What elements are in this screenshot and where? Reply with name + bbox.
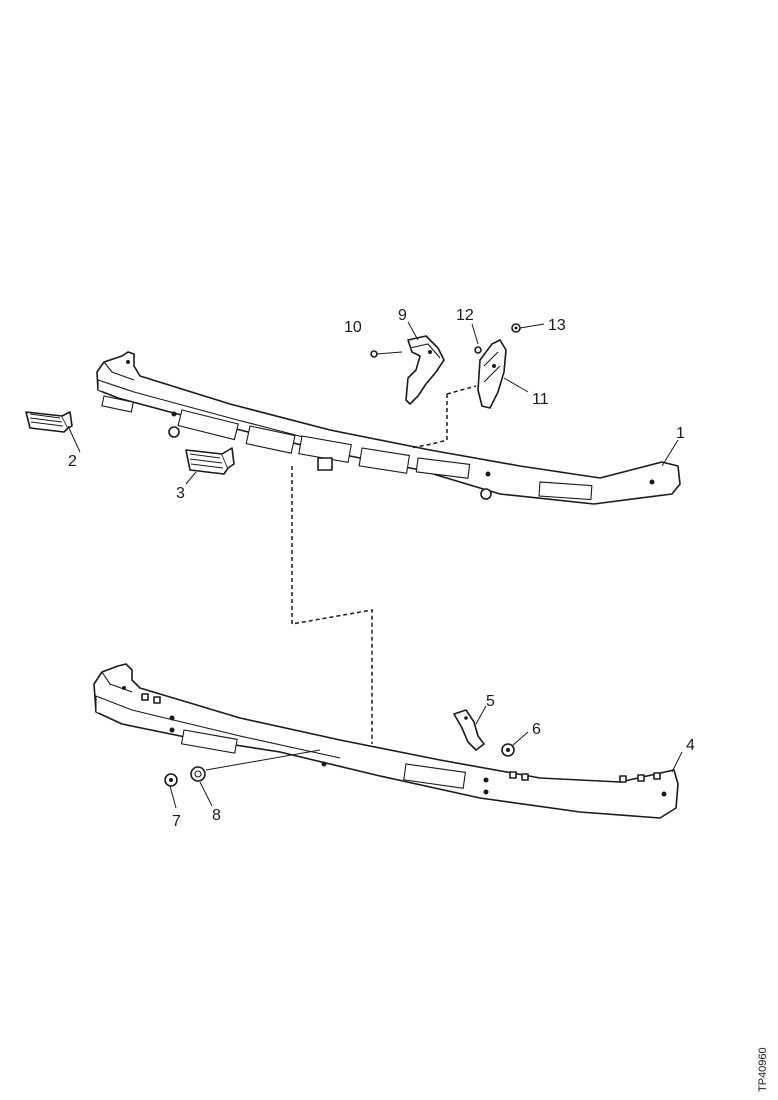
mounting-bracket-9 bbox=[405, 335, 445, 405]
callout-13: 13 bbox=[548, 317, 566, 334]
screw-10 bbox=[370, 350, 403, 358]
washer-8 bbox=[190, 766, 206, 782]
callout-5: 5 bbox=[486, 693, 495, 710]
callout-7: 7 bbox=[172, 813, 181, 830]
nut-6 bbox=[501, 743, 515, 757]
callout-8: 8 bbox=[212, 807, 221, 824]
callout-12: 12 bbox=[456, 307, 474, 324]
grille-insert-center bbox=[185, 447, 235, 475]
lower-bumper-bar bbox=[93, 663, 679, 819]
callout-4: 4 bbox=[686, 737, 695, 754]
callout-10: 10 bbox=[344, 319, 362, 336]
callout-6: 6 bbox=[532, 721, 541, 738]
callout-9: 9 bbox=[398, 307, 407, 324]
leader-lines bbox=[67, 321, 683, 809]
callout-3: 3 bbox=[176, 485, 185, 502]
clip-12 bbox=[474, 346, 482, 354]
assembly-lines bbox=[291, 385, 477, 744]
upper-bumper-bar bbox=[96, 351, 681, 505]
callout-1: 1 bbox=[676, 425, 685, 442]
bolt-7 bbox=[164, 773, 178, 787]
nut-13 bbox=[511, 323, 521, 333]
bracket-5 bbox=[453, 709, 485, 751]
grille-insert-left bbox=[25, 411, 73, 433]
reference-code: TP40960 bbox=[757, 1047, 769, 1092]
callout-11: 11 bbox=[532, 391, 549, 408]
side-bracket-11 bbox=[477, 339, 507, 409]
callout-2: 2 bbox=[68, 453, 77, 470]
